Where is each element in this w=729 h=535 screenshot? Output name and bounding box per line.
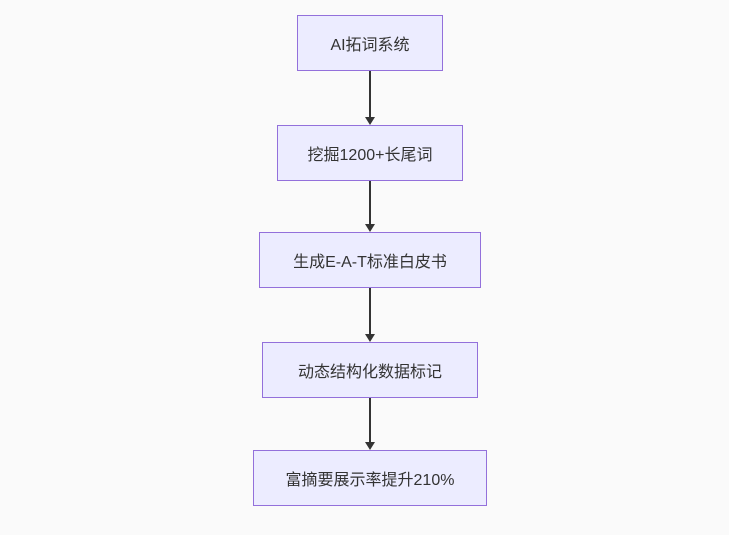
flow-node-longtail-mining: 挖掘1200+长尾词: [277, 125, 463, 181]
arrowhead-down-icon: [365, 334, 375, 342]
edge-line: [369, 71, 371, 118]
edge-arrow-1: [364, 71, 376, 125]
flow-node-label: 挖掘1200+长尾词: [307, 147, 433, 164]
arrowhead-down-icon: [365, 442, 375, 450]
flow-node-rich-snippet-result: 富摘要展示率提升210%: [253, 450, 487, 506]
flow-node-label: 动态结构化数据标记: [297, 364, 442, 381]
edge-arrow-3: [364, 288, 376, 342]
arrowhead-down-icon: [365, 117, 375, 125]
flow-node-ai-word-system: AI拓词系统: [297, 15, 443, 71]
flow-node-eat-whitepaper: 生成E-A-T标准白皮书: [259, 232, 481, 288]
edge-line: [369, 288, 371, 335]
edge-arrow-4: [364, 398, 376, 450]
arrowhead-down-icon: [365, 224, 375, 232]
edge-arrow-2: [364, 181, 376, 232]
flow-node-label: 生成E-A-T标准白皮书: [293, 254, 447, 271]
flow-node-label: 富摘要展示率提升210%: [285, 472, 455, 489]
flow-node-label: AI拓词系统: [330, 37, 410, 54]
flow-node-structured-data: 动态结构化数据标记: [262, 342, 478, 398]
edge-line: [369, 181, 371, 225]
edge-line: [369, 398, 371, 443]
